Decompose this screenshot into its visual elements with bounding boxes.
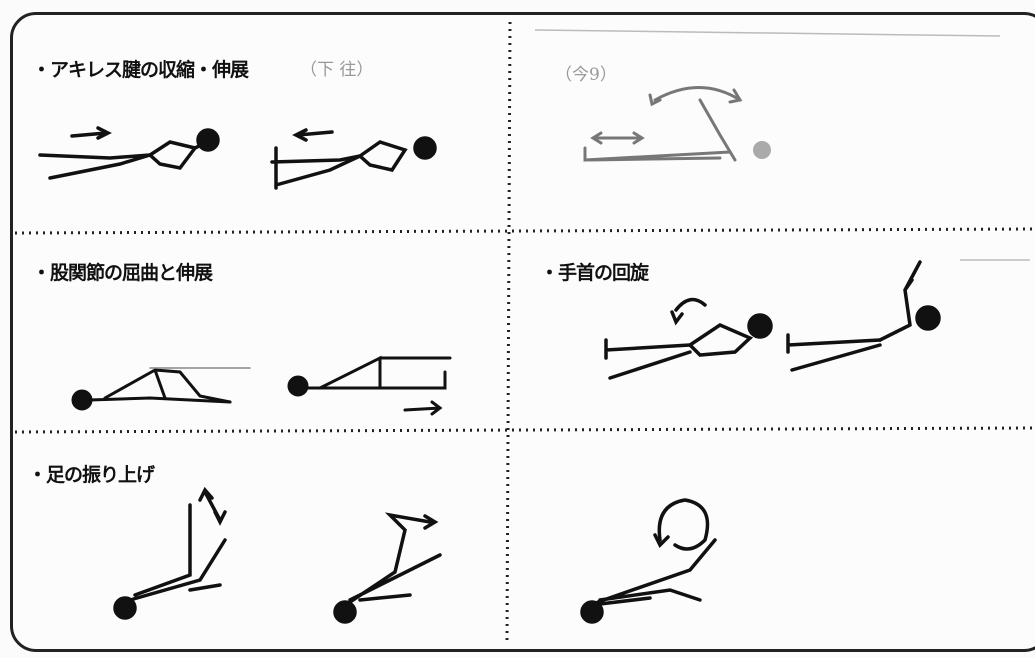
figure-wrist-1 — [604, 297, 773, 380]
title-leg-raise: ・足の振り上げ — [28, 464, 155, 486]
figure-leg-raise-1 — [113, 486, 227, 620]
grid-dividers — [14, 21, 1033, 641]
horizontal-divider-1 — [14, 227, 1033, 235]
note-achilles: （下 往） — [300, 60, 374, 80]
figure-hip-1 — [71, 367, 251, 411]
title-wrist: ・手首の回旋 — [540, 262, 649, 284]
pencil-rule-top — [534, 29, 1001, 37]
horizontal-divider-2 — [14, 426, 1033, 434]
figure-pencil-sketch — [583, 86, 771, 162]
figure-achilles-1 — [38, 126, 220, 180]
title-achilles: ・アキレス腱の収縮・伸展 — [32, 59, 249, 81]
figure-leg-circle — [580, 498, 717, 624]
figure-wrist-2 — [786, 260, 941, 372]
figure-achilles-2 — [270, 128, 437, 190]
exercise-card — [10, 12, 1035, 652]
note-pencil: （今9） — [555, 65, 617, 85]
figure-hip-2 — [287, 355, 452, 416]
title-hip: ・股関節の屈曲と伸展 — [32, 262, 213, 284]
vertical-divider — [505, 21, 512, 641]
figure-leg-raise-2 — [333, 512, 442, 624]
